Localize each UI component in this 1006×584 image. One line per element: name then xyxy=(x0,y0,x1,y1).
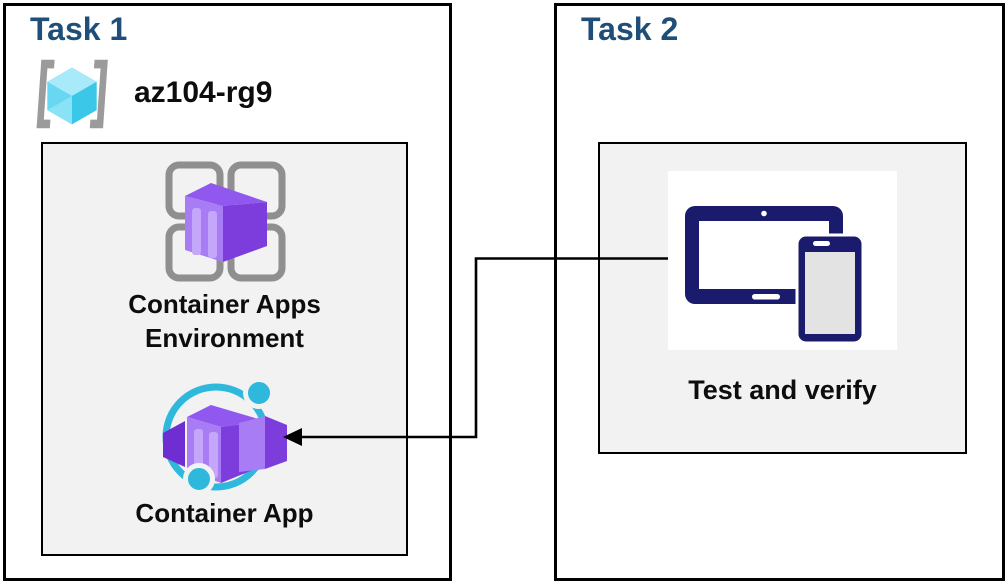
container-apps-environment-icon xyxy=(165,161,285,282)
test-and-verify-label: Test and verify xyxy=(688,375,877,405)
resource-group-icon xyxy=(36,59,108,129)
container-app-icon xyxy=(162,377,287,495)
task1-panel: Container Apps Environment Container App xyxy=(41,142,408,556)
task1-box: Task 1 az104-rg9 xyxy=(3,3,452,581)
devices-icon-frame xyxy=(668,171,897,350)
task2-box: Task 2 Test and verify xyxy=(554,3,1005,581)
resource-group-name: az104-rg9 xyxy=(134,76,273,109)
devices-icon xyxy=(685,206,865,345)
task1-title: Task 1 xyxy=(30,11,128,47)
container-apps-environment-label: Container Apps Environment xyxy=(128,289,321,353)
task2-title: Task 2 xyxy=(581,11,679,47)
task2-panel: Test and verify xyxy=(598,142,967,454)
container-app-label: Container App xyxy=(135,498,314,528)
